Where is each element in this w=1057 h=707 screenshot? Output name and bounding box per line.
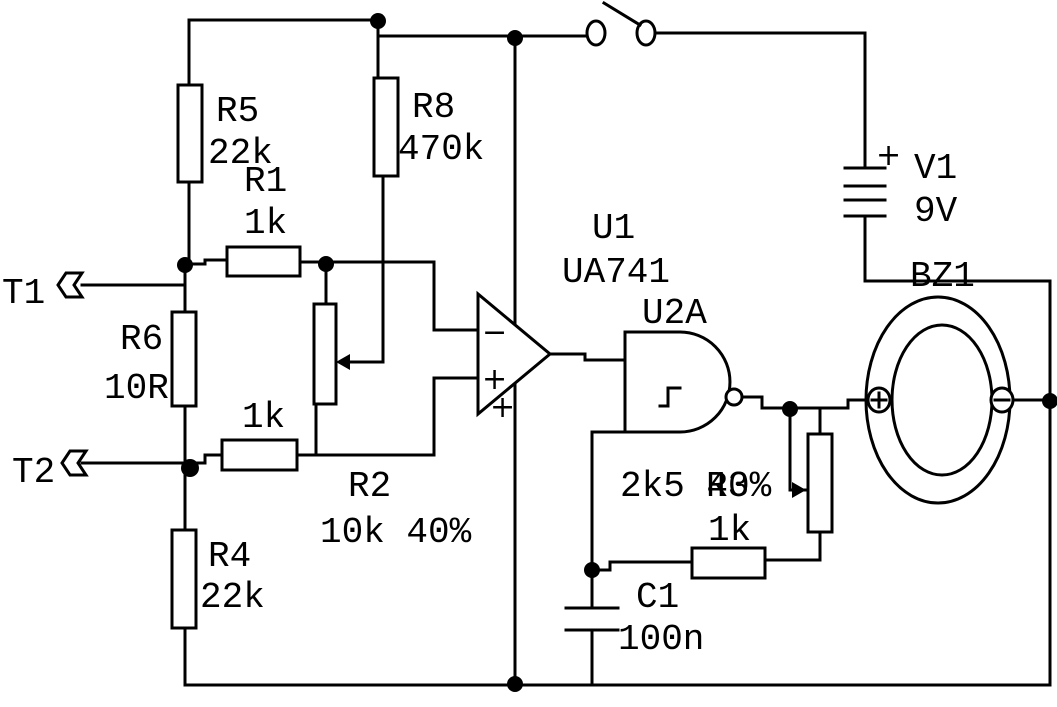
v1-ref-label: V1 bbox=[914, 148, 957, 189]
r8-value-label: 470k bbox=[398, 129, 484, 170]
wire-gate-in2 bbox=[590, 430, 627, 610]
u2a-ref-label: U2A bbox=[642, 293, 707, 334]
potentiometer-r2 bbox=[312, 302, 338, 406]
wire-top-left bbox=[187, 18, 380, 87]
junction-dot bbox=[782, 401, 798, 417]
junction-dot bbox=[370, 13, 386, 29]
v1-value-label: 9V bbox=[914, 191, 958, 232]
r1-ref-label: R1 bbox=[244, 161, 287, 202]
resistor-r5 bbox=[176, 83, 204, 184]
opamp-minus-label: − bbox=[482, 315, 507, 350]
junction-dot bbox=[181, 459, 199, 477]
gate-u2a-body bbox=[623, 330, 732, 434]
junction-dot bbox=[507, 676, 523, 692]
r4-ref-label: R4 bbox=[208, 536, 251, 577]
resistor-r8 bbox=[372, 76, 400, 178]
r6-value-label: 10R bbox=[104, 368, 169, 409]
opamp-u1-body bbox=[476, 290, 553, 418]
wire-opamp-out bbox=[548, 352, 627, 362]
resistor-r3 bbox=[220, 438, 299, 472]
switch-lever bbox=[601, 0, 643, 28]
r3-pot-ref-label: R3 bbox=[706, 466, 749, 507]
terminal-t2-icon bbox=[60, 449, 89, 477]
resistor-r6 bbox=[170, 310, 198, 408]
wire-pot-wiper-loop bbox=[788, 406, 807, 492]
opamp-plus-label: + bbox=[482, 362, 507, 397]
r3-pot-value-label: 2k5 40% bbox=[620, 466, 772, 507]
potentiometer-r3-wiper-arrow bbox=[792, 482, 806, 498]
opamp-supply-plus-label: + bbox=[490, 390, 515, 425]
potentiometer-r2-wiper-arrow bbox=[336, 354, 350, 370]
r5-ref-label: R5 bbox=[216, 91, 259, 132]
wire-gate-out bbox=[740, 395, 792, 410]
u1-part-label: UA741 bbox=[562, 252, 670, 293]
r4b-value-label: 1k bbox=[708, 510, 751, 551]
junction-dot bbox=[318, 256, 334, 272]
junction-dot bbox=[1042, 393, 1057, 409]
resistor-r4b bbox=[690, 546, 767, 580]
gate-u2a-bubble bbox=[724, 387, 744, 407]
battery-v1 bbox=[843, 158, 887, 218]
r6-ref-label: R6 bbox=[120, 319, 163, 360]
wire-switch-battery bbox=[654, 31, 867, 162]
buzzer-inner bbox=[890, 323, 994, 477]
terminal-t1-icon bbox=[56, 271, 85, 299]
wire-bottom-rail bbox=[183, 626, 1052, 687]
junction-dot bbox=[177, 257, 193, 273]
bz1-ref-label: BZ1 bbox=[910, 256, 975, 297]
u1-ref-label: U1 bbox=[592, 208, 635, 249]
r1-value-label: 1k bbox=[244, 203, 287, 244]
t2-label: T2 bbox=[12, 452, 55, 493]
r8-ref-label: R8 bbox=[412, 87, 455, 128]
wire-opamp-plus bbox=[295, 376, 480, 457]
resistor-r1 bbox=[225, 245, 302, 278]
junctions bbox=[177, 13, 1057, 692]
r4-value-label: 22k bbox=[200, 577, 265, 618]
schmitt-trigger-icon bbox=[658, 386, 682, 408]
wire-buzzer-in bbox=[788, 398, 870, 410]
wire-right-rail bbox=[863, 216, 1052, 687]
junction-dot bbox=[507, 30, 523, 46]
r3-value-label: 1k bbox=[242, 397, 285, 438]
junction-dot bbox=[584, 562, 600, 578]
battery-polarity-label: + bbox=[876, 138, 901, 173]
wire-r3-left bbox=[188, 453, 224, 465]
t1-label: T1 bbox=[2, 273, 45, 314]
wire-r2-bottom bbox=[295, 402, 318, 457]
wire-r8-wiper bbox=[346, 174, 385, 364]
potentiometer-r3 bbox=[806, 432, 834, 534]
wire-r1-left bbox=[183, 258, 229, 266]
switch bbox=[585, 0, 657, 47]
wire-opamp-minus bbox=[298, 260, 480, 332]
resistor-r4 bbox=[170, 528, 198, 630]
wire-r4b-left bbox=[590, 560, 694, 572]
c1-ref-label: C1 bbox=[636, 577, 679, 618]
buzzer-bz1 bbox=[864, 295, 1015, 505]
r2-value-label: 10k 40% bbox=[320, 512, 472, 553]
switch-contact-left bbox=[585, 19, 607, 47]
wire-pot-bottom bbox=[763, 530, 822, 562]
c1-value-label: 100n bbox=[618, 619, 704, 660]
switch-contact-right bbox=[635, 19, 657, 47]
r5-value-label: 22k bbox=[208, 133, 273, 174]
r2-ref-label: R2 bbox=[348, 466, 391, 507]
